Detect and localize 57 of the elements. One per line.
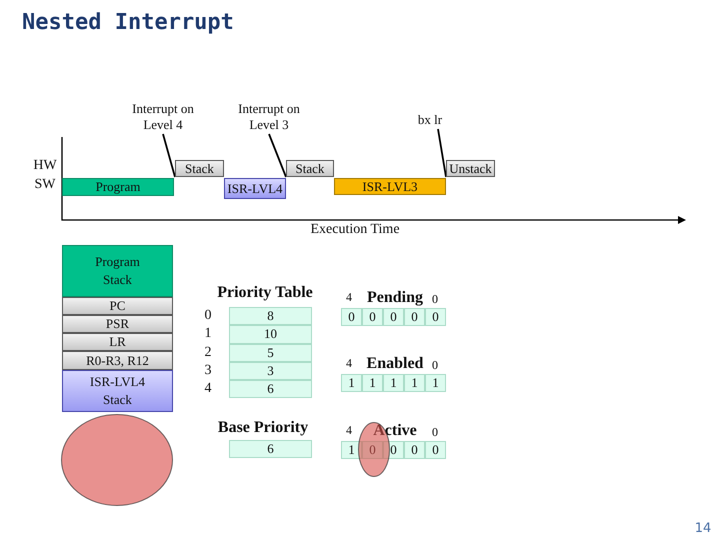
- bit-cell: 1: [362, 374, 383, 392]
- row-index: 4: [204, 380, 212, 398]
- event-label: Interrupt on Level 4: [131, 101, 195, 133]
- stack-bar: Stack: [286, 160, 334, 177]
- stack-frame: PC: [62, 297, 173, 315]
- bit-index: 4: [345, 290, 353, 304]
- bit-cell: 0: [383, 441, 404, 459]
- bit-index: 0: [431, 358, 439, 372]
- isr-bar: ISR-LVL4: [224, 178, 286, 199]
- row-index: 3: [204, 362, 212, 380]
- axis-title: Execution Time: [309, 221, 401, 239]
- bit-cell: 0: [383, 308, 404, 326]
- bit-cell: 1: [404, 374, 425, 392]
- row-index: 1: [204, 325, 212, 344]
- table-cell: 6: [229, 380, 312, 398]
- event-label: bx lr: [418, 112, 442, 128]
- stack-frame: Program Stack: [62, 245, 173, 297]
- stack-frame: ISR-LVL4 Stack: [62, 370, 173, 412]
- stack-frame: LR: [62, 333, 173, 351]
- table-cell: 6: [229, 440, 312, 458]
- table-title: Base Priority: [216, 418, 310, 438]
- bit-cell: 0: [404, 308, 425, 326]
- table-cell: 5: [229, 344, 312, 362]
- table-title: Priority Table: [216, 283, 314, 303]
- slide-title: Nested Interrupt: [22, 10, 234, 35]
- bit-index: 4: [345, 423, 353, 437]
- stack-frame: PSR: [62, 315, 173, 333]
- event-label: Interrupt on Level 3: [237, 101, 301, 133]
- bit-index: 0: [431, 425, 439, 439]
- leader-line: [268, 134, 287, 178]
- page-number: 14: [694, 520, 712, 537]
- bit-cell: 1: [341, 374, 362, 392]
- unstack-bar: Unstack: [446, 160, 495, 177]
- bit-cell: 0: [425, 308, 446, 326]
- bit-cell: 1: [383, 374, 404, 392]
- bit-index: 4: [345, 356, 353, 370]
- bit-cell: 0: [362, 308, 383, 326]
- bit-cell: 1: [425, 374, 446, 392]
- bit-cell: 0: [341, 308, 362, 326]
- bit-cell: 0: [404, 441, 425, 459]
- isr-bar: ISR-LVL3: [334, 178, 446, 195]
- bit-cell: 0: [362, 441, 383, 459]
- bit-index: 0: [431, 292, 439, 306]
- leader-line: [162, 134, 176, 178]
- stack-frame: R0-R3, R12: [62, 351, 173, 370]
- table-cell: 10: [229, 325, 312, 344]
- leader-line: [437, 128, 447, 178]
- table-cell: 8: [229, 307, 312, 326]
- stack-bar: Stack: [175, 160, 224, 177]
- row-index: 2: [204, 344, 212, 362]
- axis-label: SW: [34, 177, 56, 193]
- bit-cell: 1: [341, 441, 362, 459]
- table-cell: 3: [229, 362, 312, 380]
- program-bar: Program: [62, 178, 174, 196]
- row-index: 0: [204, 307, 212, 325]
- axis-label: HW: [32, 158, 58, 174]
- bit-cell: 0: [425, 441, 446, 459]
